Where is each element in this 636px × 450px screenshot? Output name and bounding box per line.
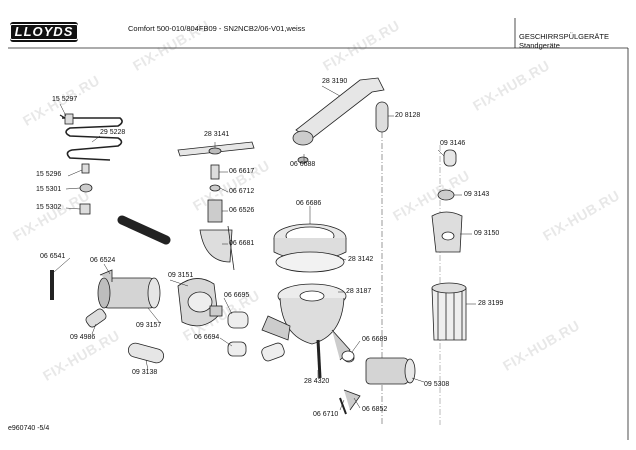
- part-label: 06 6617: [229, 168, 255, 175]
- part-label: 28 3142: [348, 256, 374, 263]
- part-label: 06 6541: [40, 253, 66, 260]
- category-title: GESCHIRRSPÜLGERÄTE: [519, 32, 610, 41]
- part-label: 06 6681: [229, 240, 255, 247]
- part-label: 28 3190: [322, 78, 348, 85]
- part-label: 06 6852: [362, 406, 388, 413]
- part-label: 29 5228: [100, 129, 126, 136]
- part-label: 06 6526: [229, 207, 255, 214]
- part-label: 15 5302: [36, 204, 62, 211]
- part-label: 28 3187: [346, 288, 372, 295]
- model-title: Comfort 500-010/804FB09 - SN2NCB2/06-V01…: [128, 24, 306, 33]
- part-label: 28 3199: [478, 300, 504, 307]
- part-label: 09 4986: [70, 334, 96, 341]
- part-label: 06 6686: [296, 200, 322, 207]
- part-label: 15 5297: [52, 96, 78, 103]
- part-label: 28 4320: [304, 378, 330, 385]
- part-label: 09 3157: [136, 322, 162, 329]
- part-label: 06 6694: [194, 334, 220, 341]
- brand-logo: LLOYDS: [9, 22, 79, 42]
- part-label: 15 5301: [36, 186, 62, 193]
- part-label: 06 6524: [90, 257, 116, 264]
- subcategory-title: Standgeräte: [519, 41, 560, 50]
- part-label: 09 3151: [168, 272, 194, 279]
- brand-logo-text: LLOYDS: [9, 24, 79, 40]
- part-label: 09 3146: [440, 140, 466, 147]
- part-label: 06 6710: [313, 411, 339, 418]
- part-label: 06 6688: [290, 161, 316, 168]
- part-label: 09 3143: [464, 191, 490, 198]
- part-label: 09 3138: [132, 369, 158, 376]
- part-label: 06 6689: [362, 336, 388, 343]
- part-label: 06 6695: [224, 292, 250, 299]
- part-label: 09 5308: [424, 381, 450, 388]
- part-label: 15 5296: [36, 171, 62, 178]
- part-label: 28 3141: [204, 131, 230, 138]
- part-label: 06 6712: [229, 188, 255, 195]
- part-label: 09 3150: [474, 230, 500, 237]
- part-label: 20 8128: [395, 112, 421, 119]
- footer-reference: e960740 -5/4: [8, 425, 50, 432]
